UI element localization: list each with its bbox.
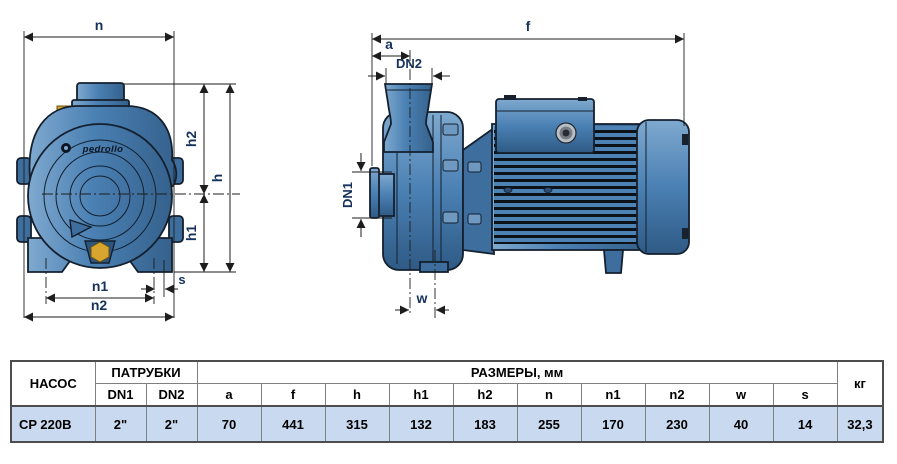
suction-eye-ring [69,165,131,227]
flange-bolts [442,123,482,225]
face-ring-inner [55,151,145,241]
dim-label-s: s [178,272,185,287]
dim-label-h1: h1 [183,225,199,242]
col-header-n2: n2 [644,383,710,407]
side-view-drawing: f a DN2 DN1 [340,18,690,318]
cell-n: 255 [516,405,582,443]
pump-support-foot [419,261,449,273]
dimension-w: w [395,250,449,318]
discharge-pipe-side [383,83,434,153]
dimension-s: s [141,260,186,297]
table-header-pump: НАСОС [10,360,96,407]
cell-h: 315 [324,405,390,443]
col-header-w: w [708,383,774,407]
col-header-dn1: DN1 [94,383,147,407]
table-row: CP 220B 2" 2" 70 441 315 132 183 255 170… [10,405,884,443]
cell-kg: 32,3 [836,405,884,443]
dim-label-w: w [416,290,428,306]
dimension-a: a [372,36,410,61]
col-header-h2: h2 [452,383,518,407]
fan-cover [636,119,690,255]
dimension-dn1: DN1 [340,153,392,237]
table-header-dimensions: РАЗМЕРЫ, мм [196,360,838,384]
brass-drain-plug [84,240,116,264]
col-header-h1: h1 [388,383,454,407]
rotation-arrow-mark [69,218,93,239]
pump-spec-table: НАСОС ПАТРУБКИ РАЗМЕРЫ, мм кг DN1 DN2 a … [10,360,885,443]
dim-label-dn1: DN1 [340,182,355,208]
dim-label-a: a [385,36,393,52]
cell-f: 441 [260,405,326,443]
spec-table-container: НАСОС ПАТРУБКИ РАЗМЕРЫ, мм кг DN1 DN2 a … [10,360,885,443]
motor-foot [603,249,624,274]
dim-label-n2: n2 [91,297,108,313]
dim-label-n1: n1 [92,278,109,294]
suction-eye-bore [79,175,121,217]
dimension-h-group: h2 h1 h [124,83,236,273]
motor-bracket [462,126,495,256]
dim-label-h2: h2 [183,131,199,148]
pump-face-circle [27,123,173,269]
table-header-ports: ПАТРУБКИ [94,360,198,384]
dimension-n1: n1 [45,258,155,304]
col-header-a: a [196,383,262,407]
pump-dimension-drawing: pedrollo n [16,17,690,322]
cell-n1: 170 [580,405,646,443]
front-view-drawing: pedrollo n [16,17,240,322]
casing-lug [168,215,184,243]
dim-label-h: h [209,174,225,183]
cell-model: CP 220B [10,405,96,443]
pedrollo-logo: pedrollo [61,143,123,155]
col-header-n: n [516,383,582,407]
cell-a: 70 [196,405,262,443]
dimension-dn2: DN2 [368,56,450,84]
col-header-s: s [772,383,838,407]
col-header-dn2: DN2 [145,383,198,407]
dimension-n: n [23,17,175,318]
pedrollo-logo-text: pedrollo [82,144,124,155]
cell-h2: 183 [452,405,518,443]
col-header-h: h [324,383,390,407]
dimension-n2: n2 [24,297,174,322]
cell-h1: 132 [388,405,454,443]
suction-port-side [369,167,395,219]
cell-s: 14 [772,405,838,443]
terminal-box [495,95,595,154]
dim-label-f: f [526,18,531,34]
dim-label-dn2: DN2 [396,56,422,71]
dim-label-n: n [95,17,104,33]
col-header-n1: n1 [580,383,646,407]
cell-dn1: 2" [94,405,147,443]
cell-n2: 230 [644,405,710,443]
col-header-f: f [260,383,326,407]
dimension-f: f [371,18,685,166]
cell-w: 40 [708,405,774,443]
table-header-weight: кг [836,360,884,407]
cell-dn2: 2" [145,405,198,443]
